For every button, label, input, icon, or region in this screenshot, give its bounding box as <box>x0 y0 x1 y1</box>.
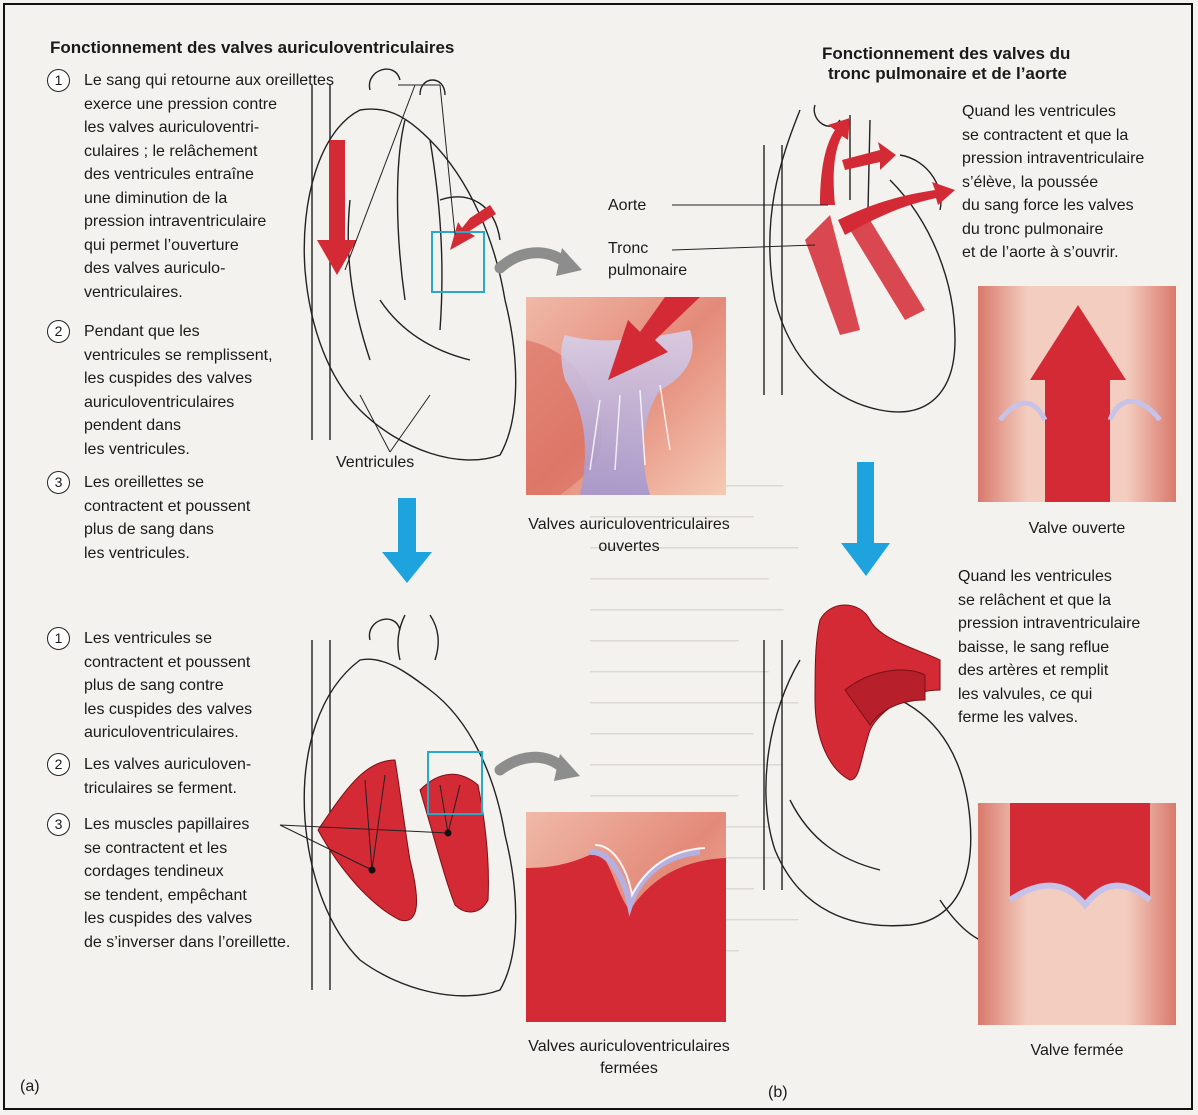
text-line: ferme les valves. <box>958 706 1184 730</box>
right-text-bottom: Quand les ventricules se relâchent et qu… <box>958 565 1184 730</box>
text-line: pression intraventriculaire <box>958 612 1184 636</box>
heart-valves-open-drawing <box>764 105 955 412</box>
text-line: baisse, le sang reflue <box>958 636 1184 660</box>
down-arrow-icon <box>841 462 890 576</box>
valve-photo-open-b <box>978 286 1176 502</box>
text-line: Quand les ventricules <box>958 565 1184 589</box>
text-line: les valvules, ce qui <box>958 683 1184 707</box>
caption-valve-open: Valve ouverte <box>978 518 1176 540</box>
text-line: des artères et remplit <box>958 659 1184 683</box>
valve-photo-closed-b <box>978 803 1176 1025</box>
caption-valve-closed: Valve fermée <box>978 1040 1176 1062</box>
text-line: se relâchent et que la <box>958 589 1184 613</box>
aorta-closed-red <box>815 605 940 780</box>
panel-letter-b: (b) <box>768 1084 788 1102</box>
ejection-arrows <box>805 118 955 335</box>
